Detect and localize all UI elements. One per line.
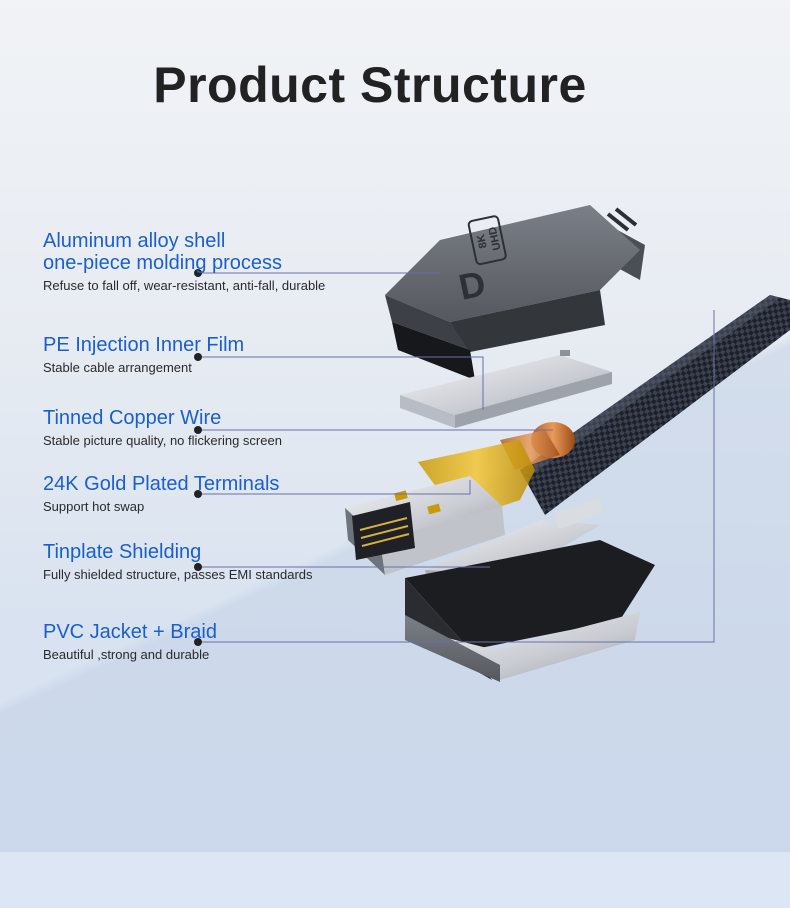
page-title: Product Structure — [153, 57, 587, 113]
gold-plated-plug — [345, 440, 535, 575]
feature-heading: PE Injection Inner Film — [43, 334, 245, 356]
feature-description: Refuse to fall off, wear-resistant, anti… — [43, 278, 326, 293]
leader-lines — [198, 272, 715, 643]
aluminum-shell: D 8K UHD — [385, 205, 645, 380]
feature-heading: PVC Jacket + Braid — [43, 621, 217, 643]
feature-heading: Tinned Copper Wire — [43, 407, 222, 429]
feature-description: Stable picture quality, no flickering sc… — [43, 433, 282, 448]
feature-tinplate-shielding: Tinplate Shielding Fully shielded struct… — [43, 541, 313, 582]
feature-gold-terminals: 24K Gold Plated Terminals Support hot sw… — [43, 473, 279, 514]
feature-heading: 24K Gold Plated Terminals — [43, 473, 280, 495]
bottom-shell — [405, 540, 655, 682]
braided-cable — [520, 295, 790, 515]
feature-description: Beautiful ,strong and durable — [43, 647, 210, 662]
feature-aluminum-shell: Aluminum alloy shell one-piece molding p… — [43, 230, 325, 293]
feature-heading-line2: one-piece molding process — [43, 252, 283, 274]
feature-heading: Aluminum alloy shell — [43, 230, 226, 252]
shell-marking-8k: 8K — [475, 233, 490, 249]
shell-marking-uhd: UHD — [487, 226, 504, 252]
feature-description: Fully shielded structure, passes EMI sta… — [43, 567, 313, 582]
leader-dots — [194, 269, 202, 646]
feature-heading: Tinplate Shielding — [43, 541, 202, 563]
feature-description: Support hot swap — [43, 499, 145, 514]
feature-pvc-jacket: PVC Jacket + Braid Beautiful ,strong and… — [43, 621, 217, 662]
background-bottom-band — [0, 852, 790, 908]
feature-tinned-copper-wire: Tinned Copper Wire Stable picture qualit… — [43, 407, 282, 448]
pe-inner-film — [400, 350, 612, 428]
feature-description: Stable cable arrangement — [43, 360, 192, 375]
feature-pe-inner-film: PE Injection Inner Film Stable cable arr… — [43, 334, 244, 375]
